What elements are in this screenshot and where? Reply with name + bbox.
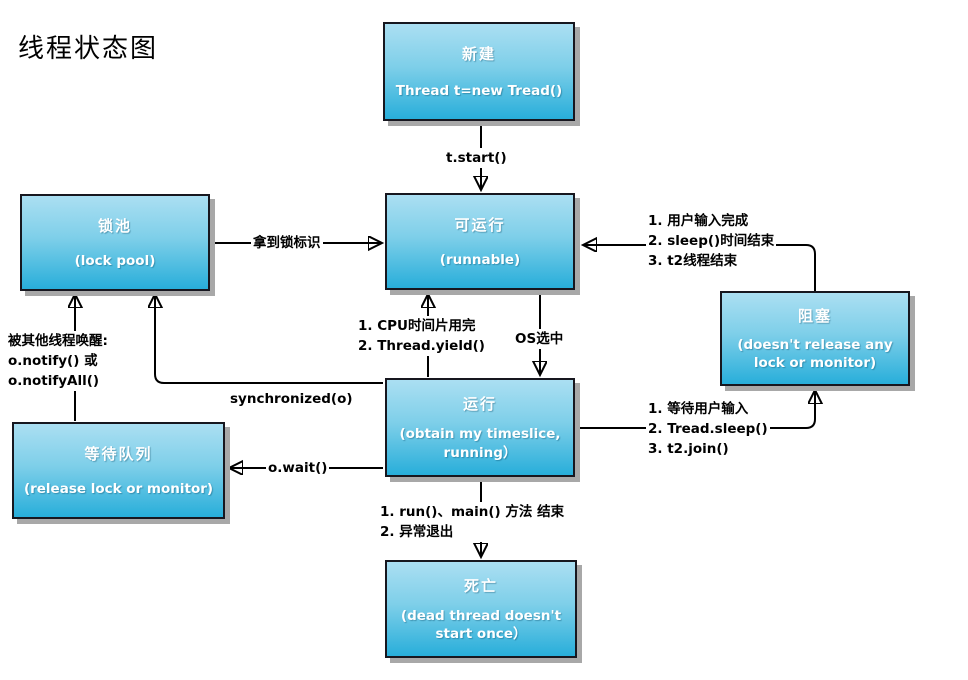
edge-label-line: o.notify() 或 [8,353,98,369]
node-running-subtitle: (obtain my timeslice, running） [399,426,561,461]
node-lock-pool-subtitle: (lock pool) [74,253,156,270]
page-title: 线程状态图 [18,34,159,64]
edge-label-o-wait: o.wait() [266,458,330,478]
edge-label-running-to-runnable: 1. CPU时间片用完 2. Thread.yield() [356,316,487,356]
edge-label-line: 1. 等待用户输入 [648,401,749,417]
node-blocked-subtitle: (doesn't release any lock or monitor) [737,336,893,371]
node-running-title: 运行 [462,395,497,414]
edge-blocked-to-runnable [584,245,816,291]
edge-label-running-to-dead: 1. run()、main() 方法 结束 2. 异常退出 [378,502,567,542]
node-dead: 死亡 (dead thread doesn't start once） [385,560,577,658]
node-new-title: 新建 [461,45,496,64]
edge-label-wakeup: 被其他线程唤醒: o.notify() 或 o.notifyAll() [6,331,110,391]
edge-label-line: 2. sleep()时间结束 [648,233,775,249]
edge-label-synchronized: synchronized(o) [228,389,355,409]
edge-label-line: 被其他线程唤醒: [8,333,108,349]
node-dead-title: 死亡 [463,576,498,595]
node-running: 运行 (obtain my timeslice, running） [385,378,575,477]
edge-running-to-blocked [579,391,815,429]
node-new: 新建 Thread t=new Tread() [383,22,575,121]
edge-label-line: 1. run()、main() 方法 结束 [380,504,565,520]
node-dead-subtitle: (dead thread doesn't start once） [400,607,562,642]
edge-label-running-to-blocked: 1. 等待用户输入 2. Tread.sleep() 3. t2.join() [646,399,770,459]
node-wait-queue-title: 等待队列 [84,444,153,463]
edge-label-line: 1. CPU时间片用完 [358,318,476,334]
edge-label-line: 1. 用户输入完成 [648,213,749,229]
node-lock-pool: 锁池 (lock pool) [20,194,210,291]
edge-label-os-select: OS选中 [513,329,566,349]
edge-label-line: 2. Tread.sleep() [648,421,768,437]
edge-label-t-start: t.start() [444,148,509,168]
node-runnable: 可运行 (runnable) [385,193,575,290]
edge-label-line: 3. t2.join() [648,441,729,457]
edge-label-line: o.notifyAll() [8,373,100,389]
edge-label-blocked-to-runnable: 1. 用户输入完成 2. sleep()时间结束 3. t2线程结束 [646,211,777,271]
node-blocked-title: 阻塞 [797,306,832,325]
edge-label-acquire-lock: 拿到锁标识 [251,233,323,253]
node-runnable-subtitle: (runnable) [439,252,521,269]
node-lock-pool-title: 锁池 [97,216,132,235]
node-wait-queue: 等待队列 (release lock or monitor) [12,422,225,519]
node-new-subtitle: Thread t=new Tread() [395,82,563,99]
node-blocked: 阻塞 (doesn't release any lock or monitor) [720,291,910,386]
edge-label-line: 3. t2线程结束 [648,253,738,269]
edge-running-to-lockpool [155,295,383,384]
node-wait-queue-subtitle: (release lock or monitor) [23,481,214,498]
node-runnable-title: 可运行 [454,215,506,234]
edge-label-line: 2. 异常退出 [380,524,454,540]
edge-label-line: 2. Thread.yield() [358,338,485,354]
